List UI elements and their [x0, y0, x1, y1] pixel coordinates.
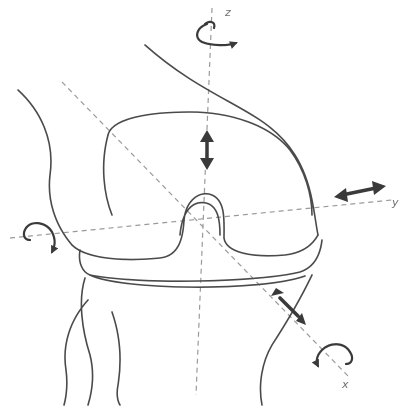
tibia-outline — [64, 240, 322, 405]
translation-arrow-y-icon — [334, 181, 386, 202]
rotation-arrow-z-icon — [197, 22, 236, 45]
axis-z — [196, 8, 212, 395]
axis-label-z: z — [224, 6, 231, 19]
axis-label-y: y — [391, 196, 399, 209]
translation-arrow-z-icon — [200, 130, 214, 170]
axis-x — [62, 82, 350, 378]
femur-outline — [18, 45, 318, 259]
axis-y — [10, 200, 392, 238]
rotation-arrow-y-icon — [24, 223, 55, 252]
axis-label-x: x — [341, 378, 349, 391]
